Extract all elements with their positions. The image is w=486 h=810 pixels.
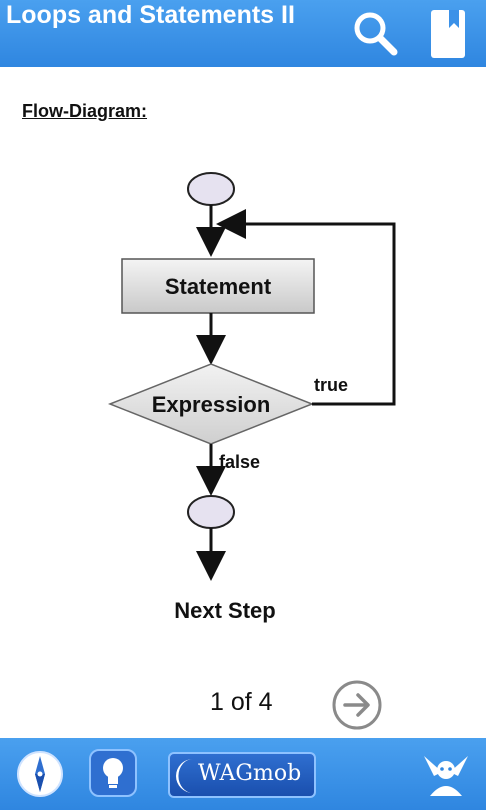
flow-diagram: Statement Expression true false Next Ste…	[107, 172, 396, 623]
page-indicator: 1 of 4	[210, 688, 273, 716]
bottom-bar: WAGmob	[0, 738, 486, 810]
wagmob-logo[interactable]: WAGmob	[168, 752, 316, 798]
app-header: Loops and Statements II	[0, 0, 486, 67]
start-node	[187, 172, 235, 206]
compass-icon[interactable]	[14, 748, 66, 805]
lightbulb-icon[interactable]	[88, 748, 138, 805]
false-label: false	[219, 452, 260, 472]
expression-label: Expression	[152, 392, 271, 417]
page-title: Loops and Statements II	[6, 1, 295, 29]
statement-box	[121, 258, 315, 314]
next-step-label: Next Step	[174, 598, 275, 623]
statement-label: Statement	[165, 274, 272, 299]
true-loop	[216, 209, 396, 406]
end-node	[187, 495, 235, 529]
section-title: Flow-Diagram:	[22, 101, 148, 121]
profile-icon[interactable]	[418, 746, 474, 807]
bookmark-icon[interactable]	[425, 8, 471, 65]
brand-name: WAGmob	[198, 761, 302, 786]
crescent-icon	[176, 759, 193, 793]
search-icon[interactable]	[350, 8, 400, 63]
true-label: true	[314, 375, 348, 395]
arrow-right-circle-icon[interactable]	[330, 678, 384, 737]
